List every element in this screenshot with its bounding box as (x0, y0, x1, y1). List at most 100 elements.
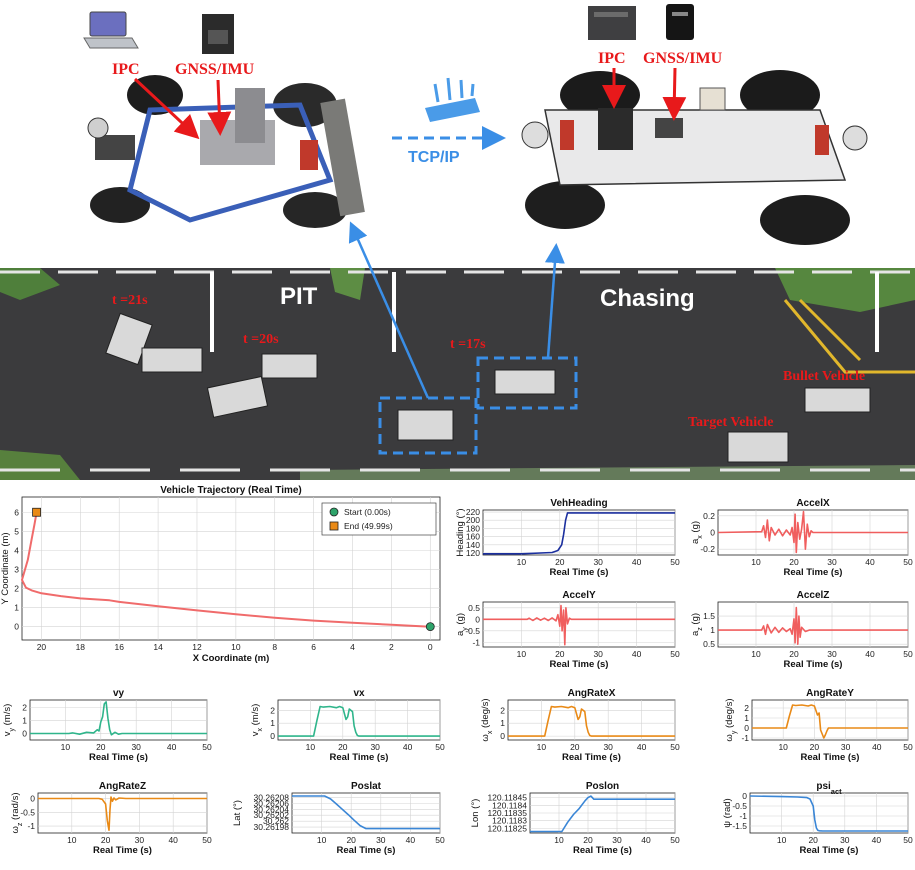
y-tick-label: 1 (22, 716, 27, 726)
y-tick-label: 1 (710, 625, 715, 635)
y-tick-label: 4 (14, 545, 19, 555)
x-tick-label: 20 (555, 649, 565, 659)
plot-frame (291, 792, 441, 834)
side-rail (320, 98, 365, 217)
chart-title: AccelY (562, 590, 596, 601)
y-tick-label: 120 (466, 548, 480, 558)
x-tick-label: 10 (777, 835, 787, 845)
x-axis-label: Real Time (s) (550, 659, 609, 670)
gnss-device-icon (666, 4, 694, 40)
vehicle-top-view (105, 312, 153, 366)
x-tick-label: 40 (168, 835, 178, 845)
tree-canopy (330, 268, 365, 300)
series-line (508, 705, 675, 737)
y-tick-label: -0.2 (700, 544, 715, 554)
x-tick-label: 20 (346, 835, 356, 845)
chassis-frame (127, 102, 334, 223)
series-line (530, 795, 675, 833)
series-line (278, 705, 440, 737)
y-tick-label: -1 (472, 637, 480, 647)
y-tick-label: 1 (744, 713, 749, 723)
legend: Start (0.00s)End (49.99s) (321, 502, 437, 536)
x-tick-label: 50 (670, 742, 680, 752)
y-tick-label: 0.5 (468, 603, 480, 613)
plot-frame (277, 699, 441, 741)
y-axis-label-subscript: z (17, 822, 24, 826)
chassis-plate (544, 109, 847, 186)
chart-title: Vehicle Trajectory (Real Time) (160, 485, 302, 496)
link-arrow-right (544, 243, 565, 359)
y-axis-label-subscript: x (257, 728, 264, 732)
x-tick-label: 50 (670, 649, 680, 659)
tire-icon (90, 187, 150, 223)
plot-frame (482, 509, 676, 556)
y-tick-label: 120.11845 (487, 793, 527, 803)
x-tick-label: 14 (153, 642, 163, 652)
aerial-road-photo: PIT Chasing t =21s t =20s t =17s Bullet … (0, 221, 915, 480)
gnss-label-left: GNSS/IMU (175, 61, 255, 78)
y-tick-label: 30.262 (263, 816, 289, 826)
tire-icon (760, 195, 850, 245)
x-tick-label: 40 (637, 742, 647, 752)
series-line (752, 704, 908, 739)
x-tick-label: 8 (272, 642, 277, 652)
x-axis-label: Real Time (s) (89, 752, 148, 763)
y-tick-label: 120.11825 (487, 823, 527, 833)
start-marker (425, 622, 435, 632)
bullet-vehicle-label: Bullet Vehicle (783, 369, 865, 384)
x-tick-label: 50 (903, 835, 913, 845)
y-axis-label: ψ (rad) (722, 798, 733, 827)
x-tick-label: 10 (317, 835, 327, 845)
time-label-20s: t =20s (243, 332, 279, 347)
y-tick-label: 3 (14, 564, 19, 574)
x-tick-label: 12 (192, 642, 202, 652)
y-tick-label: 200 (466, 515, 480, 525)
highlight-box-right (476, 356, 578, 410)
x-tick-label: 40 (403, 742, 413, 752)
y-tick-label: 120.11835 (487, 808, 527, 818)
series-line (38, 796, 207, 832)
x-tick-label: 20 (96, 742, 106, 752)
x-tick-label: 40 (865, 557, 875, 567)
shock-absorber (560, 120, 574, 150)
y-axis-label-subscript: x (697, 535, 704, 539)
y-axis-label: az (g) (690, 613, 704, 636)
y-tick-label: 30.26206 (254, 798, 290, 808)
tire-icon (740, 70, 820, 120)
y-tick-label: 1 (270, 718, 275, 728)
x-axis-label: Real Time (s) (93, 845, 152, 856)
x-tick-label: 50 (903, 557, 913, 567)
series-line (30, 701, 207, 736)
gnss-mount (235, 88, 265, 143)
x-tick-label: 10 (554, 835, 564, 845)
x-tick-label: 50 (903, 742, 913, 752)
y-tick-label: -1 (741, 733, 749, 743)
y-axis-label-subscript: z (697, 627, 704, 631)
x-tick-label: 10 (537, 742, 547, 752)
router-icon (425, 77, 480, 122)
x-tick-label: 10 (778, 742, 788, 752)
tire-icon (525, 181, 605, 229)
y-tick-label: 0 (475, 614, 480, 624)
y-axis-label: ax (g) (690, 521, 704, 544)
chart-title: VehHeading (550, 498, 607, 509)
chart-title: Poslat (351, 781, 382, 792)
x-axis-label: Real Time (s) (784, 567, 843, 578)
y-axis-label: vx (m/s) (250, 704, 264, 737)
laptop-icon (83, 11, 139, 49)
x-tick-label: 30 (841, 742, 851, 752)
ipc-label-left: IPC (112, 61, 140, 78)
y-axis-label-subscript: x (487, 730, 494, 734)
shock-absorber (300, 140, 318, 170)
legend-swatch (329, 521, 339, 531)
y-tick-label: 2 (22, 703, 27, 713)
y-tick-label: -0.5 (732, 801, 747, 811)
x-tick-label: 40 (865, 649, 875, 659)
y-axis-label: ωy (deg/s) (724, 698, 738, 741)
